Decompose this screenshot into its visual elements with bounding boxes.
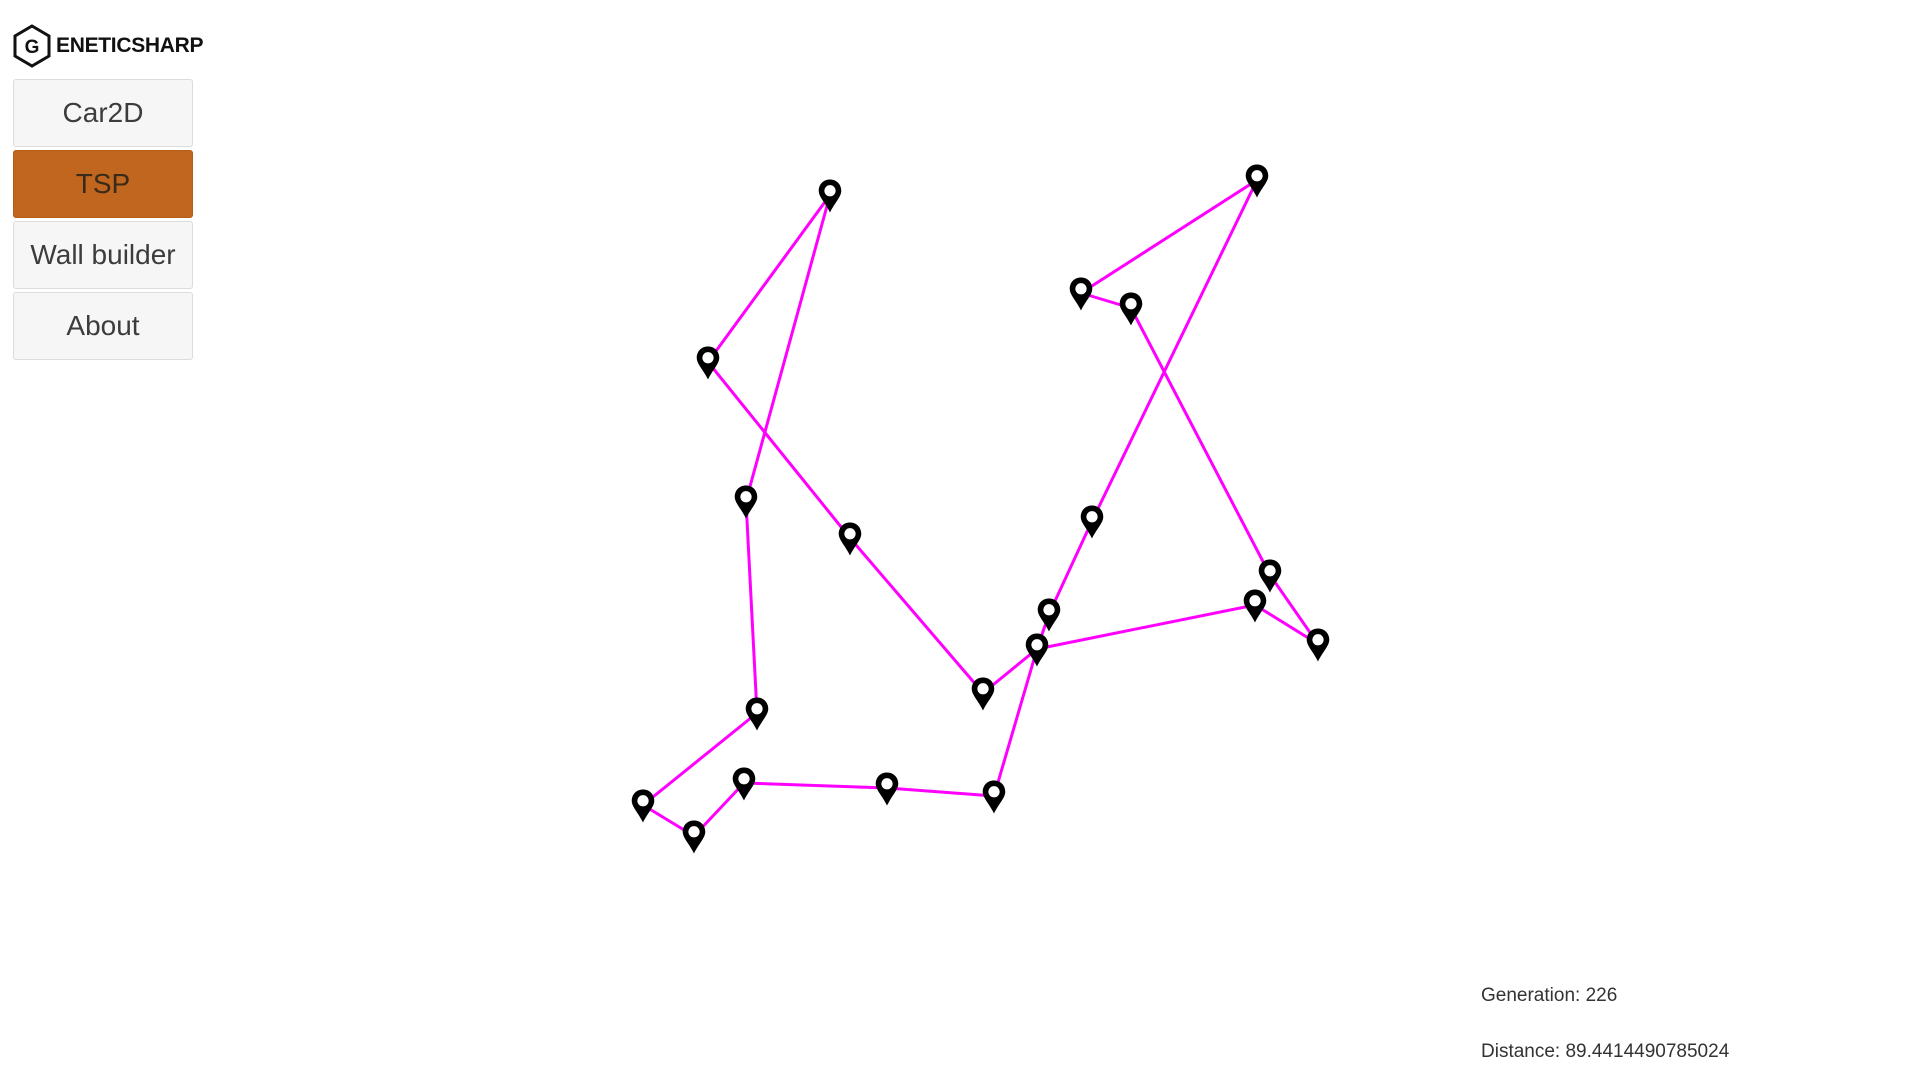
city-marker-icon — [1037, 598, 1061, 632]
route-polyline — [641, 178, 1320, 838]
distance-label: Distance: 89.4414490785024 — [1481, 1041, 1730, 1062]
city-marker-icon — [696, 346, 720, 380]
city-marker-icon — [1306, 628, 1330, 662]
menu-button-car2d[interactable]: Car2D — [13, 79, 193, 147]
city-marker-icon — [1119, 292, 1143, 326]
city-marker-icon — [1069, 277, 1093, 311]
city-marker-icon — [631, 789, 655, 823]
city-marker-icon — [1025, 633, 1049, 667]
city-marker-icon — [838, 522, 862, 556]
city-marker-icon — [1080, 505, 1104, 539]
route-path — [641, 178, 1320, 838]
city-marker-icon — [818, 179, 842, 213]
city-markers — [631, 164, 1330, 854]
generation-label: Generation: 226 — [1481, 985, 1618, 1006]
brand-name: ENETICSHARP — [56, 34, 204, 57]
city-marker-icon — [745, 697, 769, 731]
city-marker-icon — [971, 677, 995, 711]
city-marker-icon — [1258, 559, 1282, 593]
city-marker-icon — [1243, 589, 1267, 623]
menu-button-about[interactable]: About — [13, 292, 193, 360]
city-marker-icon — [875, 772, 899, 806]
logo-letter: G — [25, 37, 40, 58]
city-marker-icon — [732, 767, 756, 801]
menu-button-wall-builder[interactable]: Wall builder — [13, 221, 193, 289]
city-marker-icon — [982, 780, 1006, 814]
hexagon-logo-icon: G — [13, 24, 51, 68]
city-marker-icon — [734, 485, 758, 519]
city-marker-icon — [1245, 164, 1269, 198]
city-marker-icon — [682, 820, 706, 854]
menu-button-tsp[interactable]: TSP — [13, 150, 193, 218]
sample-menu: Car2D TSP Wall builder About — [13, 79, 193, 363]
geneticsharp-logo: G ENETICSHARP — [12, 22, 204, 70]
